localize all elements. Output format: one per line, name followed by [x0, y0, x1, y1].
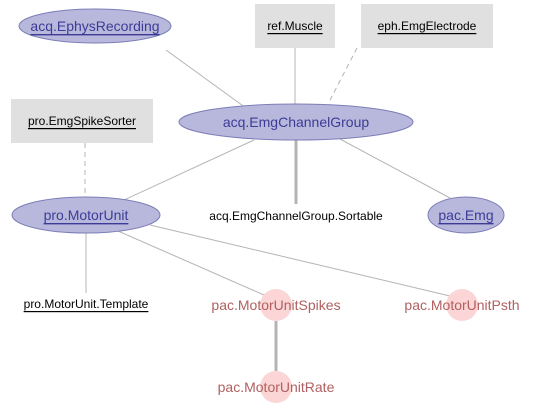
edges-layer	[84, 47, 451, 371]
node-label: acq.EmgChannelGroup.Sortable	[209, 209, 383, 223]
edge-pro-motor-unit-to-pac-motor-unit-psth	[149, 224, 451, 297]
node-label[interactable]: ref.Muscle	[267, 19, 323, 33]
edge-eph-emg-electrode-to-acq-emg-channel-group	[327, 47, 358, 105]
node-shape	[427, 196, 505, 234]
node-label: acq.EmgChannelGroup	[223, 114, 370, 130]
node-label[interactable]: pro.MotorUnit	[44, 207, 129, 223]
node-shape	[255, 4, 335, 48]
node-label[interactable]: eph.EmgElectrode	[378, 19, 477, 33]
node-shape	[260, 289, 292, 321]
node-pro-motor-unit-template[interactable]: pro.MotorUnit.Template	[24, 297, 149, 311]
node-pac-motor-unit-psth: pac.MotorUnitPsth	[404, 289, 520, 321]
node-pac-emg[interactable]: pac.Emg	[427, 196, 505, 234]
edge-pro-motor-unit-to-pac-motor-unit-spikes	[117, 230, 265, 296]
node-pro-emg-spike-sorter[interactable]: pro.EmgSpikeSorter	[11, 99, 153, 143]
nodes-layer: acq.EphysRecording ref.Muscle eph.EmgElect…	[11, 4, 520, 403]
node-shape	[11, 99, 153, 143]
node-pro-motor-unit[interactable]: pro.MotorUnit	[11, 196, 161, 234]
node-label[interactable]: acq.EphysRecording	[30, 18, 159, 34]
node-acq-emg-channel-group: acq.EmgChannelGroup	[178, 103, 414, 141]
node-pac-motor-unit-spikes: pac.MotorUnitSpikes	[211, 289, 341, 321]
edge-acq-emg-channel-group-to-pac-emg	[339, 138, 451, 199]
node-label[interactable]: pro.EmgSpikeSorter	[28, 114, 136, 128]
node-label: pac.MotorUnitSpikes	[211, 297, 340, 313]
node-label[interactable]: pac.Emg	[438, 207, 493, 223]
node-eph-emg-electrode[interactable]: eph.EmgElectrode	[361, 4, 493, 48]
node-shape	[446, 289, 478, 321]
node-shape	[178, 103, 414, 141]
node-pac-motor-unit-rate: pac.MotorUnitRate	[218, 371, 335, 403]
node-shape	[18, 8, 172, 44]
node-shape	[11, 196, 161, 234]
node-acq-ephys-recording[interactable]: acq.EphysRecording	[18, 8, 172, 44]
node-ref-muscle[interactable]: ref.Muscle	[255, 4, 335, 48]
node-acq-emg-channel-group-sortable: acq.EmgChannelGroup.Sortable	[209, 209, 383, 223]
edge-acq-emg-channel-group-to-pro-motor-unit	[123, 139, 255, 201]
node-label: pac.MotorUnitPsth	[404, 297, 519, 313]
node-label[interactable]: pro.MotorUnit.Template	[24, 297, 149, 311]
edge-acq-ephys-recording-to-acq-emg-channel-group	[165, 49, 247, 109]
node-shape	[361, 4, 493, 48]
node-label: pac.MotorUnitRate	[218, 379, 335, 395]
node-shape	[260, 371, 292, 403]
